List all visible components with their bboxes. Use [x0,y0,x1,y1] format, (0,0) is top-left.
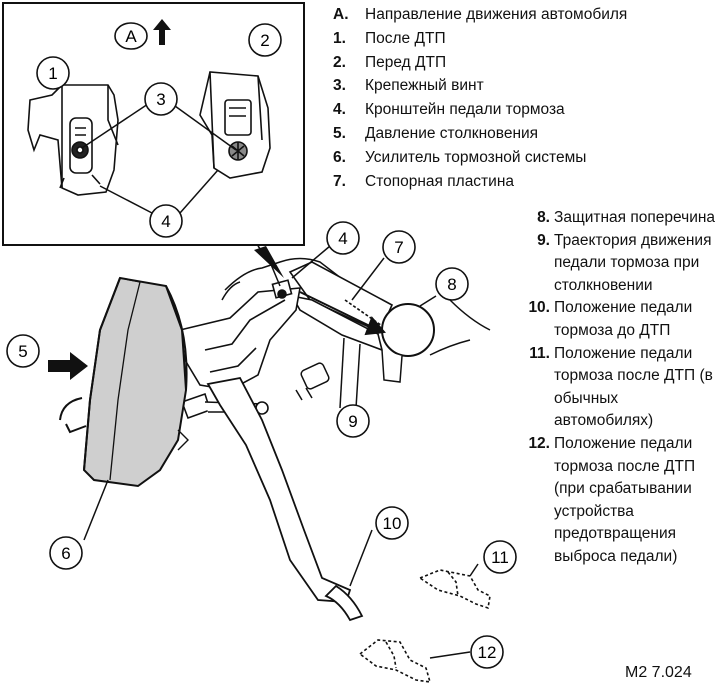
callout-5: 5 [6,334,40,368]
legend-key: 4. [333,101,346,119]
legend-text: После ДТП [365,29,446,47]
pedal-position-after-device [358,639,432,683]
bulkhead [221,257,491,356]
legend-item: 8.Защитная поперечина [507,207,720,230]
legend-text: Положение педали тормоза до ДТП [554,299,693,339]
callout-12: 12 [470,635,504,669]
callout-11-label: 11 [491,548,509,567]
legend-item: 1. После ДТП [333,27,627,51]
stopper-plate [288,261,394,352]
legend-key: 12. [528,434,550,452]
legend-item: 11.Положение педали тормоза после ДТП (в… [507,343,720,433]
callout-6: 6 [49,536,83,570]
legend-text: Крепежный винт [365,77,484,95]
legend-text: Траектория движения педали тормоза при с… [554,231,712,294]
legend-item: 6. Усилитель тормозной системы [333,146,627,170]
legend-key: 9. [537,231,550,249]
legend-item: 7. Стопорная пластина [333,170,627,194]
cross-member [381,303,435,383]
inset-frame [2,2,305,246]
legend-item: 12.Положение педали тормоза после ДТП (п… [507,433,720,569]
legend-text: Усилитель тормозной системы [365,148,587,166]
legend-item: 10.Положение педали тормоза до ДТП [507,297,720,342]
callout-3-label: 3 [156,90,165,109]
legend-key: 5. [333,124,346,142]
legend-text: Давление столкновения [365,124,539,142]
legend-key: 2. [333,53,346,71]
inset-panel [2,2,305,246]
callout-7-label: 7 [394,238,403,257]
callout-9: 9 [336,404,370,438]
callout-9-label: 9 [348,412,357,431]
legend-item: 5. Давление столкновения [333,122,627,146]
bracket-indicator [254,246,284,278]
callout-10: 10 [375,506,409,540]
legend-key: 7. [333,172,346,190]
direction-arrow [153,19,171,45]
callout-5-label: 5 [18,342,27,361]
legend-text: Защитная поперечина [554,209,716,226]
legend-key: 1. [333,29,346,47]
callout-6-label: 6 [61,544,70,563]
legend-text: Перед ДТП [365,53,447,71]
callout-10-label: 10 [383,514,402,533]
callout-4: 4 [326,221,360,255]
legend-text: Положение педали тормоза после ДТП (в об… [554,344,713,430]
legend-text: Направление движения автомобиля [365,6,628,23]
callouts: A 1 2 3 4 4 5 6 [6,22,517,669]
legend-key: A. [333,6,349,23]
legend-key: 6. [333,148,346,166]
callout-1-label: 1 [48,64,57,83]
callout-7: 7 [382,230,416,264]
callout-8-label: 8 [447,275,456,294]
legend-item: A. Направление движения автомобиля [333,3,627,27]
figure-code: M2 7.024 [625,664,692,681]
callout-11: 11 [483,540,517,574]
callout-2-label: 2 [260,31,269,50]
legend-item: 2. Перед ДТП [333,51,627,75]
brake-pedal-arm [206,376,364,622]
inset-leaders [81,103,237,214]
callout-3-inset: 3 [144,82,178,116]
callout-a: A [114,22,148,50]
pedal-bracket [179,279,301,391]
callout-a-label: A [125,27,137,46]
legend-right: 8.Защитная поперечина 9.Траектория движе… [507,207,720,569]
callout-12-label: 12 [478,643,497,662]
impact-arrow [48,352,88,380]
legend-key: 8. [537,209,550,226]
callout-1-inset: 1 [36,56,70,90]
callout-8: 8 [435,267,469,301]
pedal-position-after-standard [418,569,491,610]
inset-bracket-after [27,84,119,196]
inset-bracket-before [199,71,271,179]
legend-item: 9.Траектория движения педали тормоза при… [507,230,720,298]
callout-4-inset: 4 [149,204,183,238]
switch-sensor [295,362,330,401]
legend-item: 4. Кронштейн педали тормоза [333,98,627,122]
legend-key: 10. [528,299,550,317]
callout-4-inset-label: 4 [161,212,170,231]
callout-4-label: 4 [338,229,347,248]
callout-2-inset: 2 [248,23,282,57]
legend-text: Положение педали тормоза после ДТП (при … [554,434,696,565]
legend-key: 11. [529,344,550,362]
trajectory-arrow [299,291,386,336]
brake-booster [59,276,189,488]
legend-item: 3. Крепежный винт [333,74,627,98]
legend-text: Кронштейн педали тормоза [365,101,565,119]
legend-key: 3. [333,77,346,95]
legend-top: A. Направление движения автомобиля 1. Посл… [333,3,627,193]
legend-text: Стопорная пластина [365,172,514,190]
